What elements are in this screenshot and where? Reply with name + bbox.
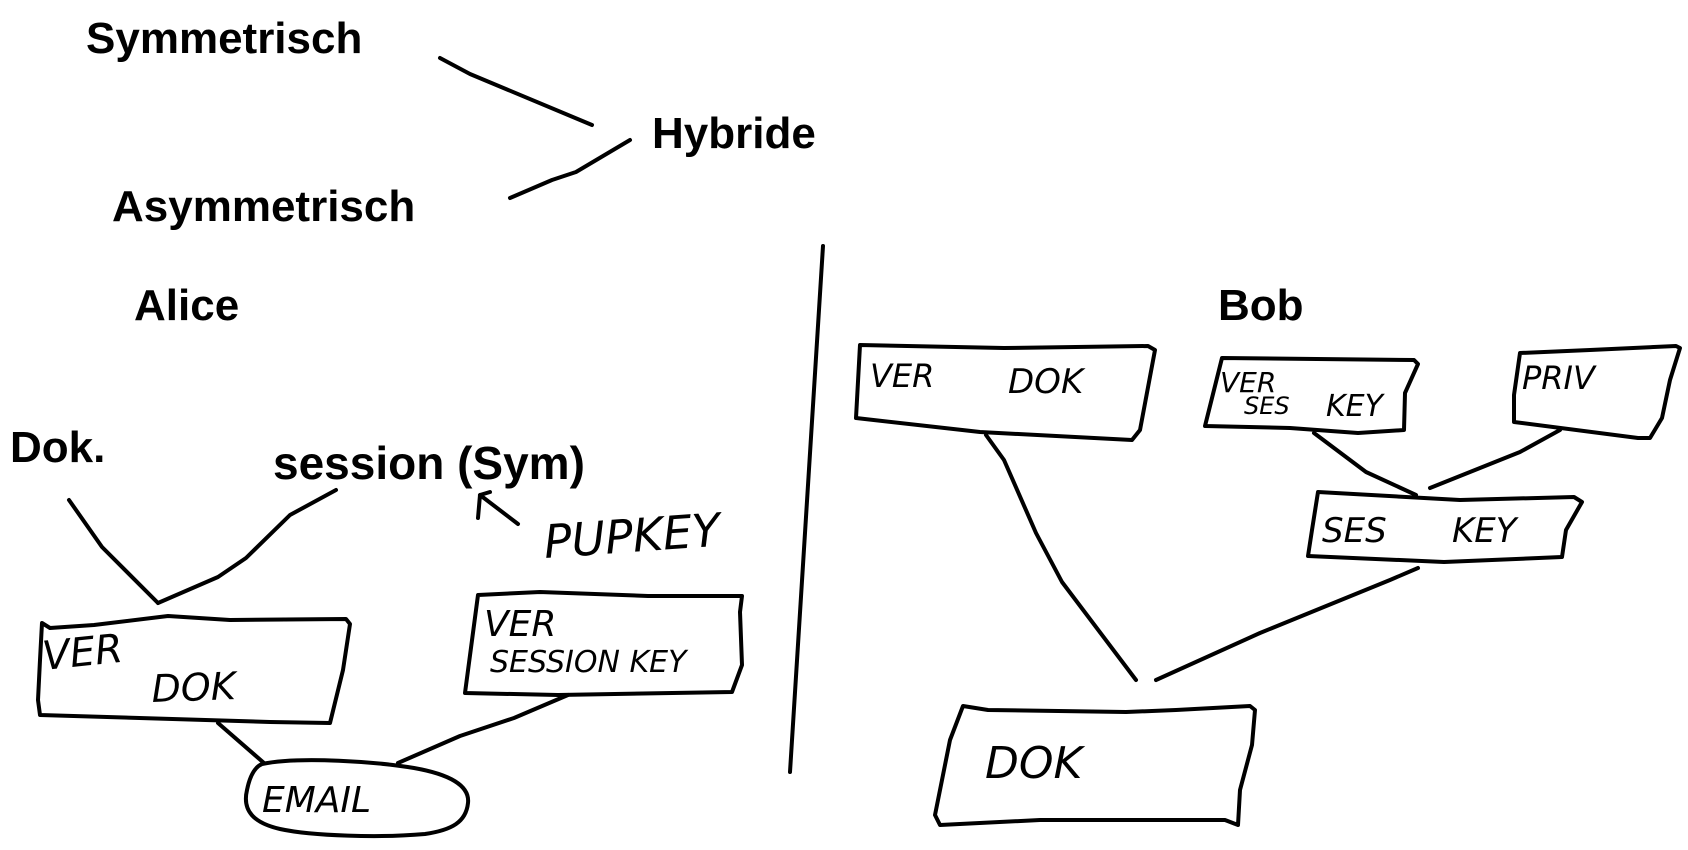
label-session: session (Sym) — [273, 437, 585, 489]
bob-enc-ses-key-ses-text: SES — [1244, 392, 1290, 420]
priv-text: PRIV — [1522, 359, 1597, 397]
ses-key-box — [1306, 490, 1584, 564]
bob-enc-ses-key-box — [1203, 356, 1420, 435]
session-branch-line — [156, 488, 338, 605]
priv-to-ses-key-line — [1428, 428, 1562, 490]
enc-doc-to-dok-line — [984, 433, 1138, 682]
alice-enc-doc-ver-text: VER — [40, 626, 125, 680]
label-alice: Alice — [134, 281, 240, 330]
label-bob: Bob — [1218, 281, 1304, 330]
alice-enc-session-key-ver-text: VER — [484, 604, 556, 645]
alice-enc-session-key-box — [463, 590, 744, 697]
alice-bob-divider — [788, 244, 825, 774]
label-doc: Dok. — [10, 423, 106, 472]
label-symmetric: Symmetrisch — [86, 14, 363, 63]
bob-enc-doc-ver-text: VER — [870, 357, 934, 395]
dok-box — [933, 704, 1257, 827]
email-text: EMAIL — [262, 780, 371, 821]
alice-doc-to-email-line — [216, 721, 266, 765]
label-hybrid: Hybride — [652, 109, 816, 158]
email-oval — [243, 758, 471, 839]
alice-enc-doc-box — [36, 614, 352, 725]
bob-priv-box — [1512, 344, 1682, 440]
doc-branch-line — [67, 498, 160, 605]
ses-key-ses-text: SES — [1322, 511, 1387, 551]
alice-enc-session-key-session-text: SESSION KEY — [490, 645, 689, 680]
pubkey-text: PUPKEY — [542, 503, 726, 569]
ses-key-to-dok-line — [1154, 566, 1420, 682]
ses-key-key-text: KEY — [1452, 511, 1519, 551]
pubkey-arrow-head — [476, 490, 492, 520]
asymmetric-to-hybrid-line — [508, 138, 632, 200]
pubkey-arrow-shaft — [478, 493, 520, 526]
bob-enc-ses-key-key-text: KEY — [1326, 389, 1386, 424]
alice-enc-doc-dok-text: DOK — [151, 664, 240, 711]
symmetric-to-hybrid-line — [438, 56, 594, 127]
label-asymmetric: Asymmetrisch — [112, 182, 416, 231]
bob-enc-ses-key-ver-text: VER — [1220, 366, 1276, 399]
bob-enc-doc-dok-text: DOK — [1008, 362, 1086, 402]
bob-enc-doc-box — [854, 343, 1157, 442]
dok-text: DOK — [985, 738, 1086, 789]
alice-key-to-email-line — [396, 693, 570, 765]
enc-ses-key-to-ses-key-line — [1312, 431, 1418, 497]
